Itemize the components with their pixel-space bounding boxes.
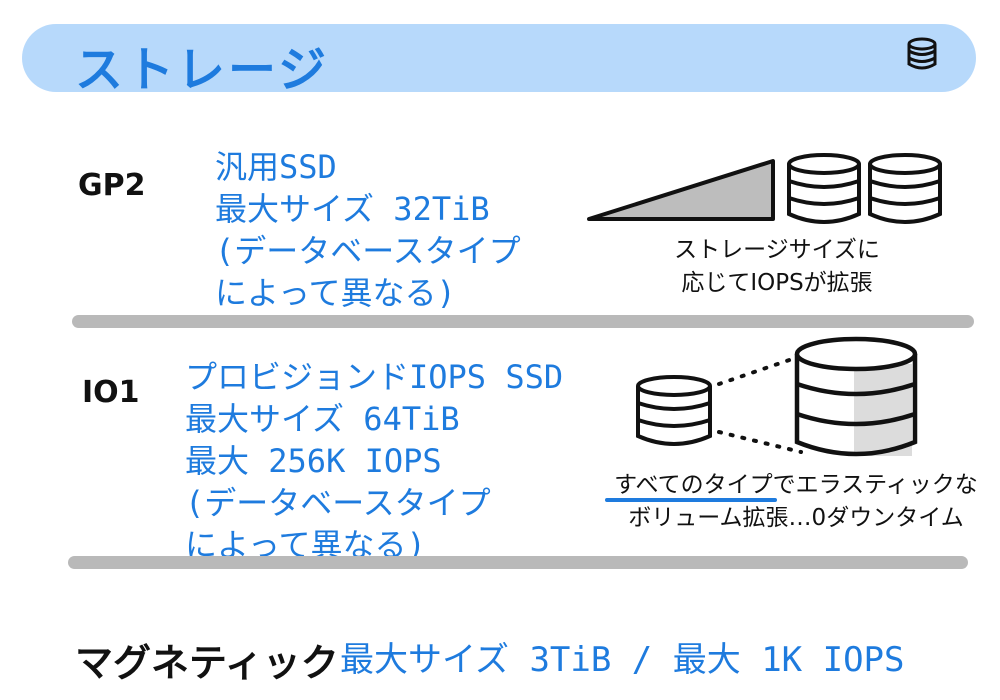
expansion-dots (717, 354, 803, 454)
gp2-caption-line: ストレージサイズに (674, 237, 880, 263)
io1-line: 最大 256K IOPS (185, 442, 442, 480)
page-title: ストレージ (75, 42, 330, 98)
database-icon (787, 153, 861, 224)
section-divider (68, 556, 968, 569)
caption-underline (605, 498, 777, 502)
gp2-label: GP2 (78, 168, 146, 203)
io1-line: プロビジョンドIOPS SSD (185, 358, 564, 396)
small-database-icon (636, 375, 712, 446)
large-database-icon (794, 336, 918, 457)
gp2-caption-line: 応じてIOPSが拡張 (681, 270, 873, 296)
gp2-caption: ストレージサイズに 応じてIOPSが拡張 (632, 234, 922, 300)
magnetic-text: 最大サイズ 3TiB / 最大 1K IOPS (340, 640, 905, 680)
io1-caption-line: ボリューム拡張…0ダウンタイム (628, 505, 964, 531)
io1-caption: すべてのタイプでエラスティックな ボリューム拡張…0ダウンタイム (596, 469, 996, 535)
io1-label: IO1 (82, 375, 140, 410)
gp2-line: (データベースタイプ (215, 232, 521, 270)
section-divider (72, 315, 974, 328)
database-icon (907, 37, 937, 70)
io1-line: 最大サイズ 64TiB (185, 400, 460, 438)
gp2-line: によって異なる) (215, 274, 456, 312)
gp2-description: 汎用SSD 最大サイズ 32TiB (データベースタイプ によって異なる) (215, 146, 521, 314)
gp2-line: 汎用SSD (215, 148, 337, 186)
database-icon (868, 153, 942, 224)
header-banner (22, 24, 976, 92)
gp2-line: 最大サイズ 32TiB (215, 190, 490, 228)
magnetic-label: マグネティック (75, 641, 339, 685)
io1-description: プロビジョンドIOPS SSD 最大サイズ 64TiB 最大 256K IOPS… (185, 356, 563, 566)
io1-caption-line: すべてのタイプでエラスティックな (614, 472, 978, 498)
io1-line: (データベースタイプ (185, 484, 491, 522)
ramp-icon (587, 159, 775, 221)
